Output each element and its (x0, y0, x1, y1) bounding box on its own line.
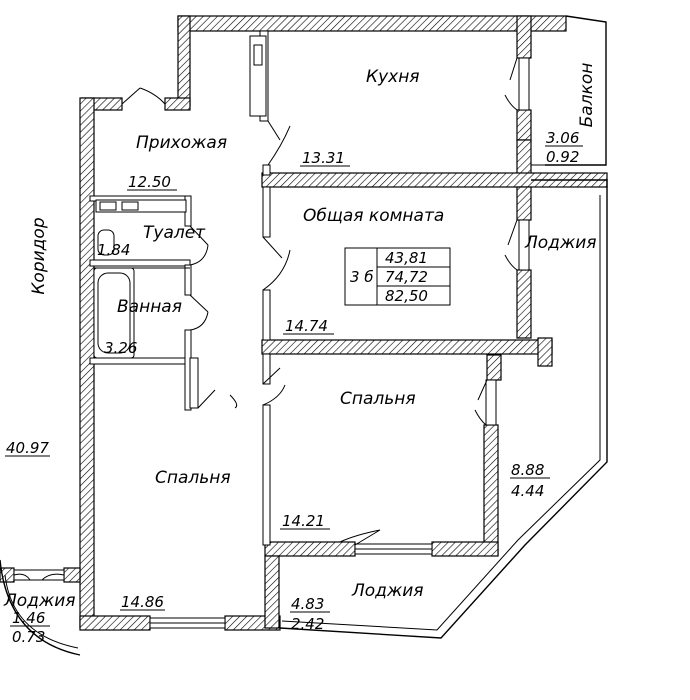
area-underlines (5, 145, 583, 627)
area-balcony-a: 3.06 (546, 129, 579, 147)
kitchen-fixtures (249, 35, 267, 117)
area-labels: 13.31 3.06 0.92 12.50 1.84 14.74 3.26 40… (6, 129, 579, 646)
outer-walls (0, 15, 608, 631)
room-label-living: Общая комната (303, 206, 444, 226)
area-loggia-right-b: 4.44 (511, 482, 544, 500)
area-loggia-right-a: 8.88 (511, 461, 544, 479)
area-bedroom-right: 14.21 (282, 512, 325, 530)
total-with-loggia-value: 82,50 (385, 287, 428, 305)
area-loggia-bottom-b: 2.42 (291, 615, 324, 633)
toilet-fixtures (95, 199, 187, 256)
total-area-value: 74,72 (385, 268, 428, 286)
room-label-corridor: Коридор (29, 217, 49, 294)
loggia-outline (279, 179, 608, 639)
room-label-bedroom-right: Спальня (340, 389, 416, 409)
area-kitchen: 13.31 (302, 149, 345, 167)
room-label-kitchen: Кухня (366, 67, 420, 87)
doors (13, 57, 518, 581)
apartment-type: 3 б (350, 268, 374, 286)
area-living: 14.74 (285, 317, 328, 335)
room-label-balcony: Балкон (577, 63, 597, 128)
room-label-bedroom-left: Спальня (155, 468, 231, 488)
area-loggia-left-b: 0.73 (12, 628, 45, 646)
room-label-hall: Прихожая (136, 133, 227, 153)
left-loggia-outline (0, 559, 81, 656)
area-bath: 3.26 (104, 339, 137, 357)
area-corridor: 40.97 (6, 439, 49, 457)
area-bedroom-left: 14.86 (121, 593, 164, 611)
room-labels: Кухня Балкон Прихожая Общая комната Туал… (3, 63, 597, 611)
area-summary-table: 3 б 43,81 74,72 82,50 (344, 247, 451, 306)
room-label-bath: Ванная (117, 297, 182, 317)
area-toilet: 1.84 (97, 241, 130, 259)
living-area-value: 43,81 (385, 249, 428, 267)
area-loggia-bottom-a: 4.83 (291, 595, 324, 613)
room-label-toilet: Туалет (143, 223, 206, 243)
area-balcony-b: 0.92 (546, 148, 579, 166)
balcony-outline (531, 15, 607, 166)
room-label-loggia-left: Лоджия (3, 591, 76, 611)
room-label-loggia-bottom: Лоджия (351, 581, 424, 601)
bath-fixtures (93, 267, 190, 359)
area-loggia-left-a: 1.46 (12, 609, 45, 627)
room-label-loggia-right: Лоджия (524, 233, 597, 253)
windows (13, 57, 530, 629)
area-hall: 12.50 (128, 173, 171, 191)
